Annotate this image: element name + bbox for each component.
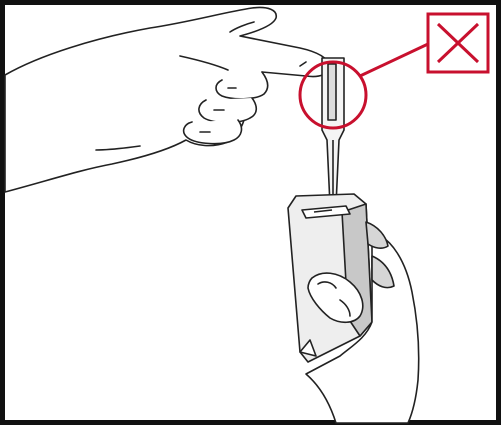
x-icon [428,14,488,72]
